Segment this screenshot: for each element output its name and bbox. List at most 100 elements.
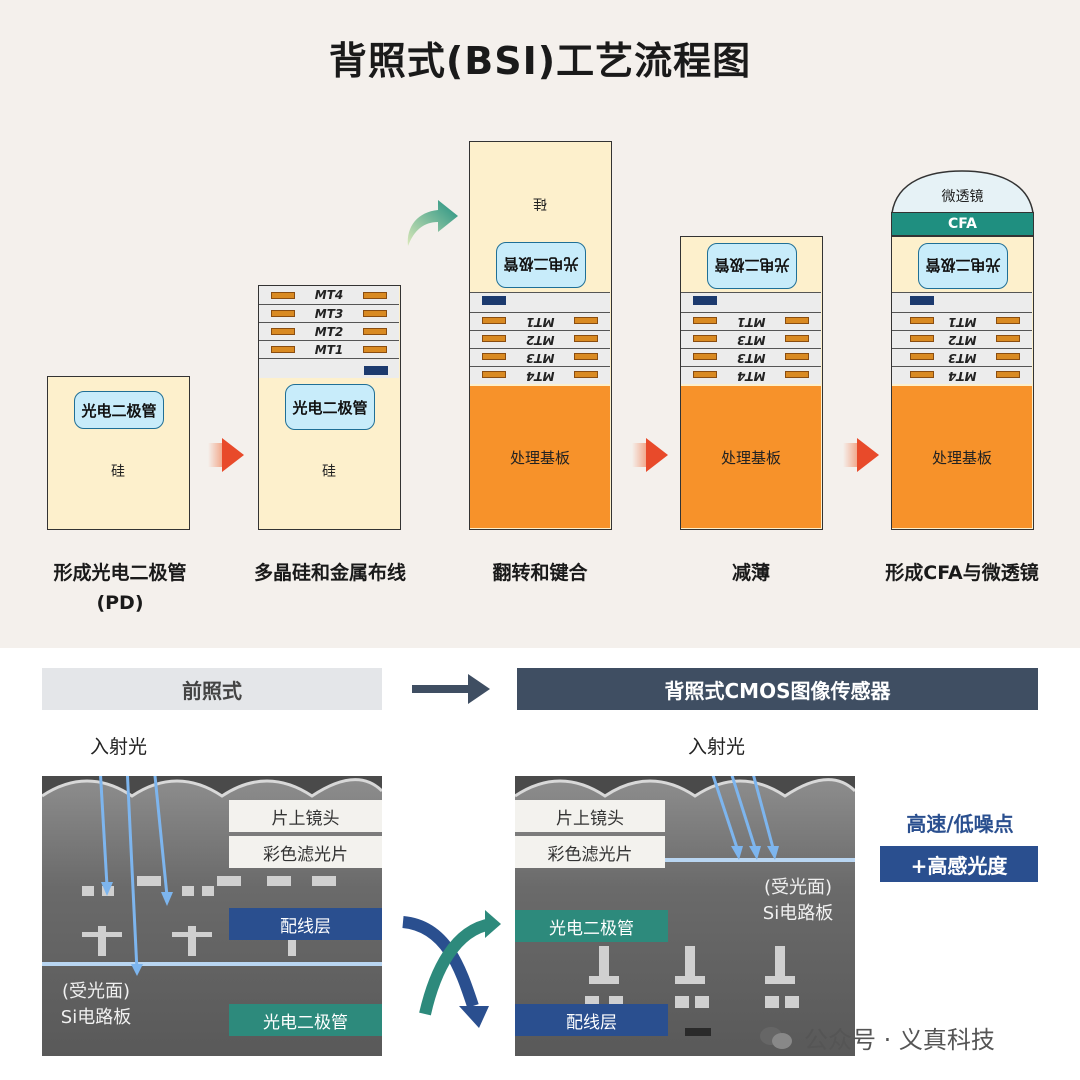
step3-substrate: 处理基板: [470, 386, 610, 528]
bsi-lens-texture: [515, 776, 855, 798]
pad: [785, 371, 809, 378]
fsi-light-rays: [99, 776, 173, 976]
pad: [785, 353, 809, 360]
watermark: 公众号 · 义真科技: [760, 1020, 995, 1055]
flip-arrow-icon: [407, 200, 458, 246]
pad: [271, 292, 295, 299]
gate: [910, 296, 934, 305]
step3-photodiode: 光电二极管: [496, 242, 586, 288]
step-arrow-icon: [646, 438, 668, 472]
gate: [364, 366, 388, 375]
step4-stack: 光电二极管 MT1 MT3 MT3 MT4 处理基板: [680, 236, 823, 530]
step-arrow-tail: [843, 443, 859, 467]
step2-silicon-label: 硅: [322, 464, 336, 480]
cfa-layer: CFA: [891, 212, 1034, 236]
step2-mt3-layer: MT3: [259, 304, 399, 322]
pad: [693, 335, 717, 342]
step5-caption: 形成CFA与微透镜: [885, 562, 1039, 584]
bsi-photodiode-layer: 光电二极管: [515, 910, 668, 942]
pad: [482, 335, 506, 342]
process-panel: 背照式(BSI)工艺流程图 光电二极管 硅 MT4 MT3 MT2 MT1 光电…: [0, 0, 1080, 648]
step5-substrate: 处理基板: [892, 386, 1032, 528]
swap-arrows-icon: [402, 910, 501, 1028]
fsi-cross-section: 片上镜头 彩色滤光片 配线层 光电二极管 (受光面) Si电路板: [42, 776, 382, 1056]
step-arrow-tail: [208, 443, 224, 467]
fsi-circuit-texture: [82, 876, 336, 956]
step3-stack: 硅 光电二极管 MT1 MT2 MT3 MT4 处理基板: [469, 141, 612, 530]
step2-mt2-layer: MT2: [259, 322, 399, 340]
step2-photodiode: 光电二极管: [285, 384, 375, 430]
step4-mt4-layer: MT4: [681, 366, 821, 384]
bsi-si-board: Si电路板: [762, 903, 834, 924]
step-arrow-tail: [632, 443, 648, 467]
right-arrow-icon: [412, 674, 490, 704]
pad: [574, 335, 598, 342]
bsi-circuit-texture: [585, 946, 799, 1036]
step4-photodiode: 光电二极管: [707, 243, 797, 289]
bsi-cross-section: 片上镜头 彩色滤光片 光电二极管 配线层 (受光面) Si电路板: [515, 776, 855, 1056]
bsi-banner: 背照式CMOS图像传感器: [517, 668, 1038, 710]
pad: [363, 310, 387, 317]
step3-mt3-layer: MT3: [470, 348, 610, 366]
pad: [574, 353, 598, 360]
step2-silicon-block: MT4 MT3 MT2 MT1 光电二极管 硅: [258, 285, 401, 530]
microlens-dome: [891, 170, 1034, 214]
pad: [996, 353, 1020, 360]
bsi-color-filter: 彩色滤光片: [515, 836, 665, 868]
step2-mt4-layer: MT4: [259, 286, 399, 304]
step1-silicon-block: 光电二极管 硅: [47, 376, 190, 530]
pad: [693, 371, 717, 378]
fsi-incident-light: 入射光: [90, 736, 148, 758]
pad: [482, 353, 506, 360]
fsi-banner: 前照式: [42, 668, 382, 710]
step-arrow-icon: [222, 438, 244, 472]
fsi-wiring-layer: 配线层: [229, 908, 382, 940]
step4-mt2-layer: MT3: [681, 330, 821, 348]
bsi-light-rays: [711, 776, 779, 860]
fsi-photodiode-layer: 光电二极管: [229, 1004, 382, 1036]
diagram-title: 背照式(BSI)工艺流程图: [328, 39, 752, 83]
pad: [996, 371, 1020, 378]
pad: [271, 346, 295, 353]
pad: [996, 335, 1020, 342]
feature-sensitivity: +高感光度: [880, 846, 1038, 882]
step5-mt2-layer: MT2: [892, 330, 1032, 348]
fsi-si-surface-line: [42, 962, 382, 966]
step2-caption: 多晶硅和金属布线: [253, 562, 406, 584]
pad: [363, 346, 387, 353]
step5-mt3-layer: MT3: [892, 348, 1032, 366]
step1-caption: 形成光电二极管 (PD): [53, 562, 187, 614]
fsi-receiving-surface: (受光面): [61, 981, 131, 1002]
fsi-on-chip-lens: 片上镜头: [229, 800, 382, 832]
step1-silicon-label: 硅: [111, 464, 125, 480]
pad: [574, 371, 598, 378]
pad: [363, 292, 387, 299]
step3-mt1-layer: MT1: [470, 312, 610, 330]
step3-silicon-label: 硅: [533, 195, 547, 211]
pad: [910, 353, 934, 360]
pad: [785, 335, 809, 342]
bsi-wiring-layer: 配线层: [515, 1004, 668, 1036]
gate: [482, 296, 506, 305]
pad: [271, 328, 295, 335]
step4-mt1-layer: MT1: [681, 312, 821, 330]
gate: [693, 296, 717, 305]
step3-mt2-layer: MT2: [470, 330, 610, 348]
step2-mt1-layer: MT1: [259, 340, 399, 358]
fsi-si-board: Si电路板: [60, 1007, 132, 1028]
pad: [910, 317, 934, 324]
step-arrow-icon: [857, 438, 879, 472]
pad: [574, 317, 598, 324]
step3-mt4-layer: MT4: [470, 366, 610, 384]
step5-stack: 光电二极管 MT1 MT2 MT3 MT4 处理基板: [891, 236, 1034, 530]
pad: [482, 317, 506, 324]
pad: [693, 317, 717, 324]
step1-photodiode: 光电二极管: [74, 391, 164, 429]
fsi-color-filter: 彩色滤光片: [229, 836, 382, 868]
bsi-on-chip-lens: 片上镜头: [515, 800, 665, 832]
pad: [910, 371, 934, 378]
wechat-icon: [760, 1025, 794, 1051]
step3-caption: 翻转和键合: [492, 562, 588, 584]
bsi-si-surface-line: [665, 858, 855, 862]
step5-mt4-layer: MT4: [892, 366, 1032, 384]
